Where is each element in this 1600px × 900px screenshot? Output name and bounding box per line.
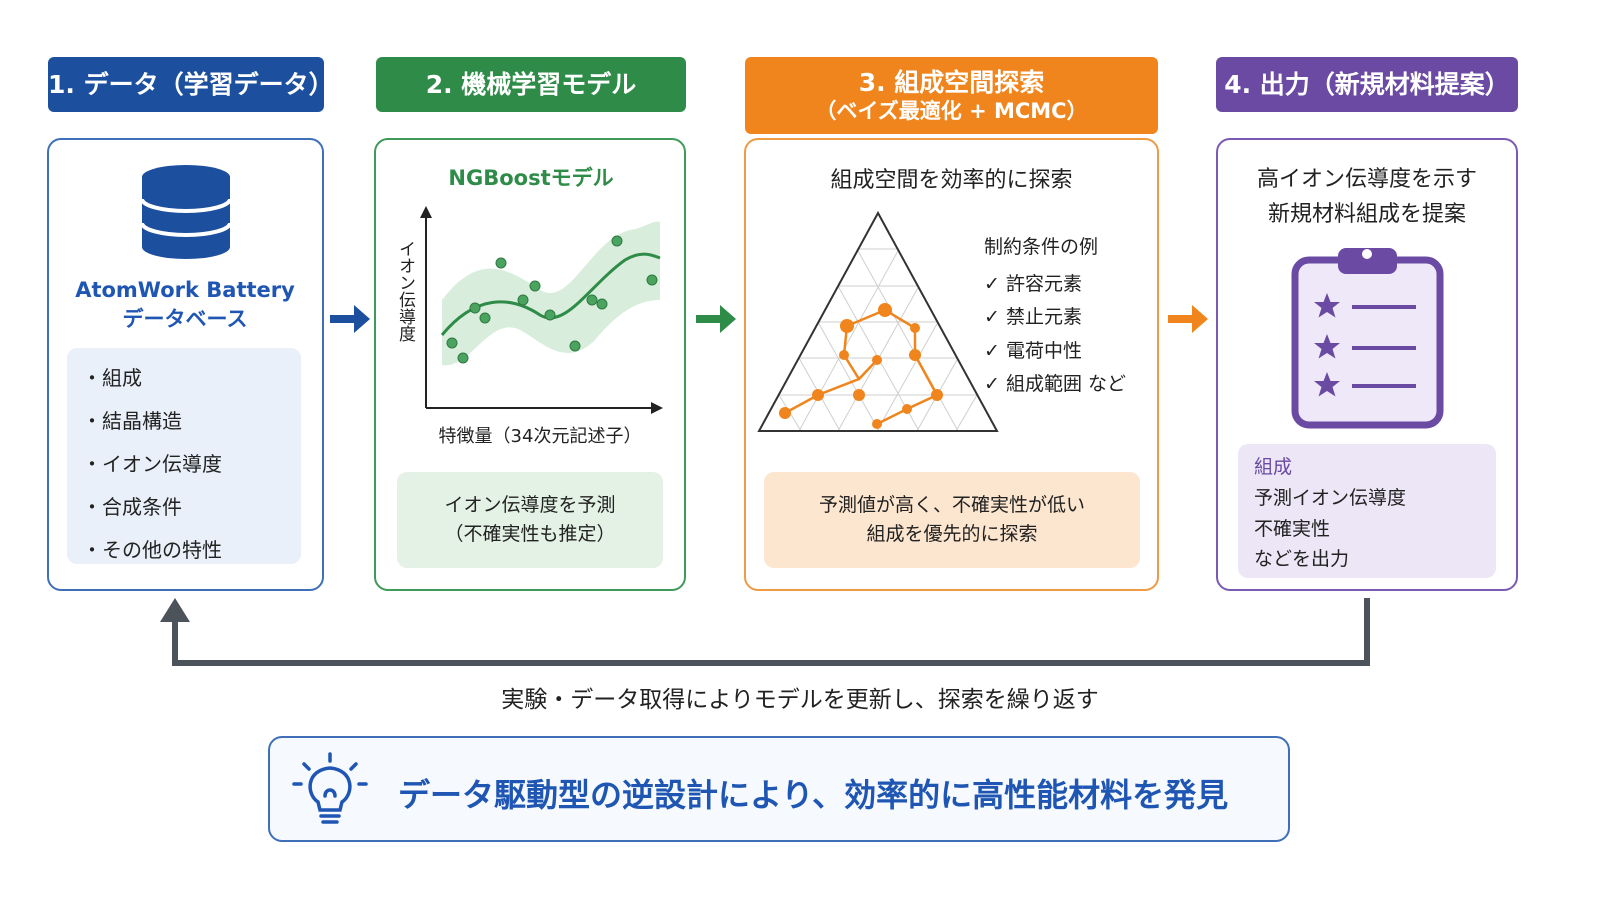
output-item: 不確実性	[1254, 517, 1331, 540]
data-item: ・その他の特性	[82, 538, 222, 562]
step-1-header: 1. データ（学習データ）	[48, 57, 334, 112]
output-heading-line2: 新規材料組成を提案	[1267, 202, 1466, 228]
step-2-title: 2. 機械学習モデル	[425, 69, 637, 99]
search-note-line2: 組成を優先的に探索	[866, 523, 1038, 545]
arrow-right-icon	[330, 305, 370, 333]
data-items-list: ・組成 ・結晶構造 ・イオン伝導度 ・合成条件 ・その他の特性	[82, 362, 292, 577]
output-item: 組成	[1254, 456, 1293, 478]
clipboard-icon	[1291, 248, 1444, 429]
scatter-plot-icon	[420, 206, 663, 414]
search-heading: 組成空間を効率的に探索	[830, 168, 1073, 193]
loop-text: 実験・データ取得によりモデルを更新し、探索を繰り返す	[501, 687, 1099, 713]
constraint-item: ✓ 組成範囲 など	[984, 372, 1126, 395]
output-items-list: 組成 予測イオン伝導度 不確実性 などを出力	[1254, 452, 1489, 575]
data-item: ・イオン伝導度	[82, 452, 222, 476]
step-2-header: 2. 機械学習モデル	[376, 57, 686, 112]
step-1-title: 1. データ（学習データ）	[48, 69, 334, 99]
output-heading: 高イオン伝導度を示す 新規材料組成を提案	[1218, 162, 1516, 232]
database-name-line1: AtomWork Battery	[75, 278, 295, 302]
constraint-item: ✓ 禁止元素	[984, 306, 1082, 329]
model-note: イオン伝導度を予測 （不確実性も推定）	[397, 472, 663, 568]
arrow-up-icon	[160, 598, 190, 622]
constraints-title: 制約条件の例	[984, 236, 1099, 258]
constraint-item: ✓ 電荷中性	[984, 339, 1082, 362]
lightbulb-icon	[292, 752, 368, 824]
data-item: ・合成条件	[82, 495, 182, 519]
step-3-header: 3. 組成空間探索 （ベイズ最適化 + MCMC）	[745, 57, 1158, 134]
step-3-subtitle: （ベイズ最適化 + MCMC）	[815, 99, 1088, 123]
output-item: などを出力	[1254, 548, 1350, 571]
arrow-right-icon	[696, 305, 736, 333]
data-items-box	[67, 348, 301, 564]
arrow-right-icon	[1168, 305, 1208, 333]
ternary-diagram-icon	[757, 210, 999, 432]
model-ylabel: イオン伝導度	[395, 240, 415, 342]
model-note-line1: イオン伝導度を予測	[444, 493, 616, 516]
data-item: ・結晶構造	[82, 409, 182, 433]
model-note-line2: （不確実性も推定）	[444, 523, 616, 545]
model-name: NGBoostモデル	[448, 166, 614, 190]
constraint-item: ✓ 許容元素	[984, 273, 1082, 295]
step-3-title: 3. 組成空間探索	[858, 67, 1045, 97]
database-name: AtomWork Battery データベース	[60, 276, 310, 335]
model-xlabel: 特徴量（34次元記述子）	[438, 426, 642, 447]
step-4-title: 4. 出力（新規材料提案）	[1224, 69, 1510, 99]
output-item: 予測イオン伝導度	[1254, 486, 1407, 509]
database-icon	[140, 165, 232, 259]
step-4-header: 4. 出力（新規材料提案）	[1216, 57, 1518, 112]
database-name-line2: データベース	[122, 307, 248, 332]
search-note-line1: 予測値が高く、不確実性が低い	[818, 493, 1085, 516]
data-item: ・組成	[82, 366, 142, 390]
conclusion-banner	[268, 736, 1290, 842]
output-items-box	[1238, 444, 1496, 578]
output-heading-line1: 高イオン伝導度を示す	[1256, 167, 1477, 192]
banner-text: データ駆動型の逆設計により、効率的に高性能材料を発見	[398, 776, 1229, 814]
feedback-loop-arrow	[160, 598, 1370, 666]
search-note: 予測値が高く、不確実性が低い 組成を優先的に探索	[764, 472, 1140, 568]
constraints-list: ✓ 許容元素 ✓ 禁止元素 ✓ 電荷中性 ✓ 組成範囲 など	[984, 268, 1154, 401]
